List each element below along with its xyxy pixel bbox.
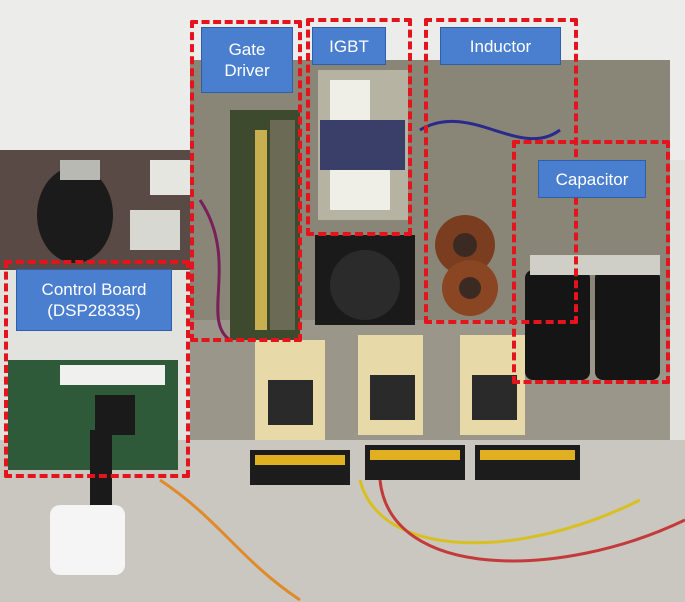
inductor-label: Inductor <box>440 27 561 65</box>
capacitor-label: Capacitor <box>538 160 646 198</box>
igbt-label: IGBT <box>312 27 386 65</box>
igbt-highlight <box>306 18 412 236</box>
control-board-label: Control Board (DSP28335) <box>16 269 172 331</box>
gate-driver-highlight <box>190 20 302 342</box>
control-board-highlight <box>4 260 190 478</box>
capacitor-highlight <box>512 140 670 384</box>
gate-driver-label: Gate Driver <box>201 27 293 93</box>
